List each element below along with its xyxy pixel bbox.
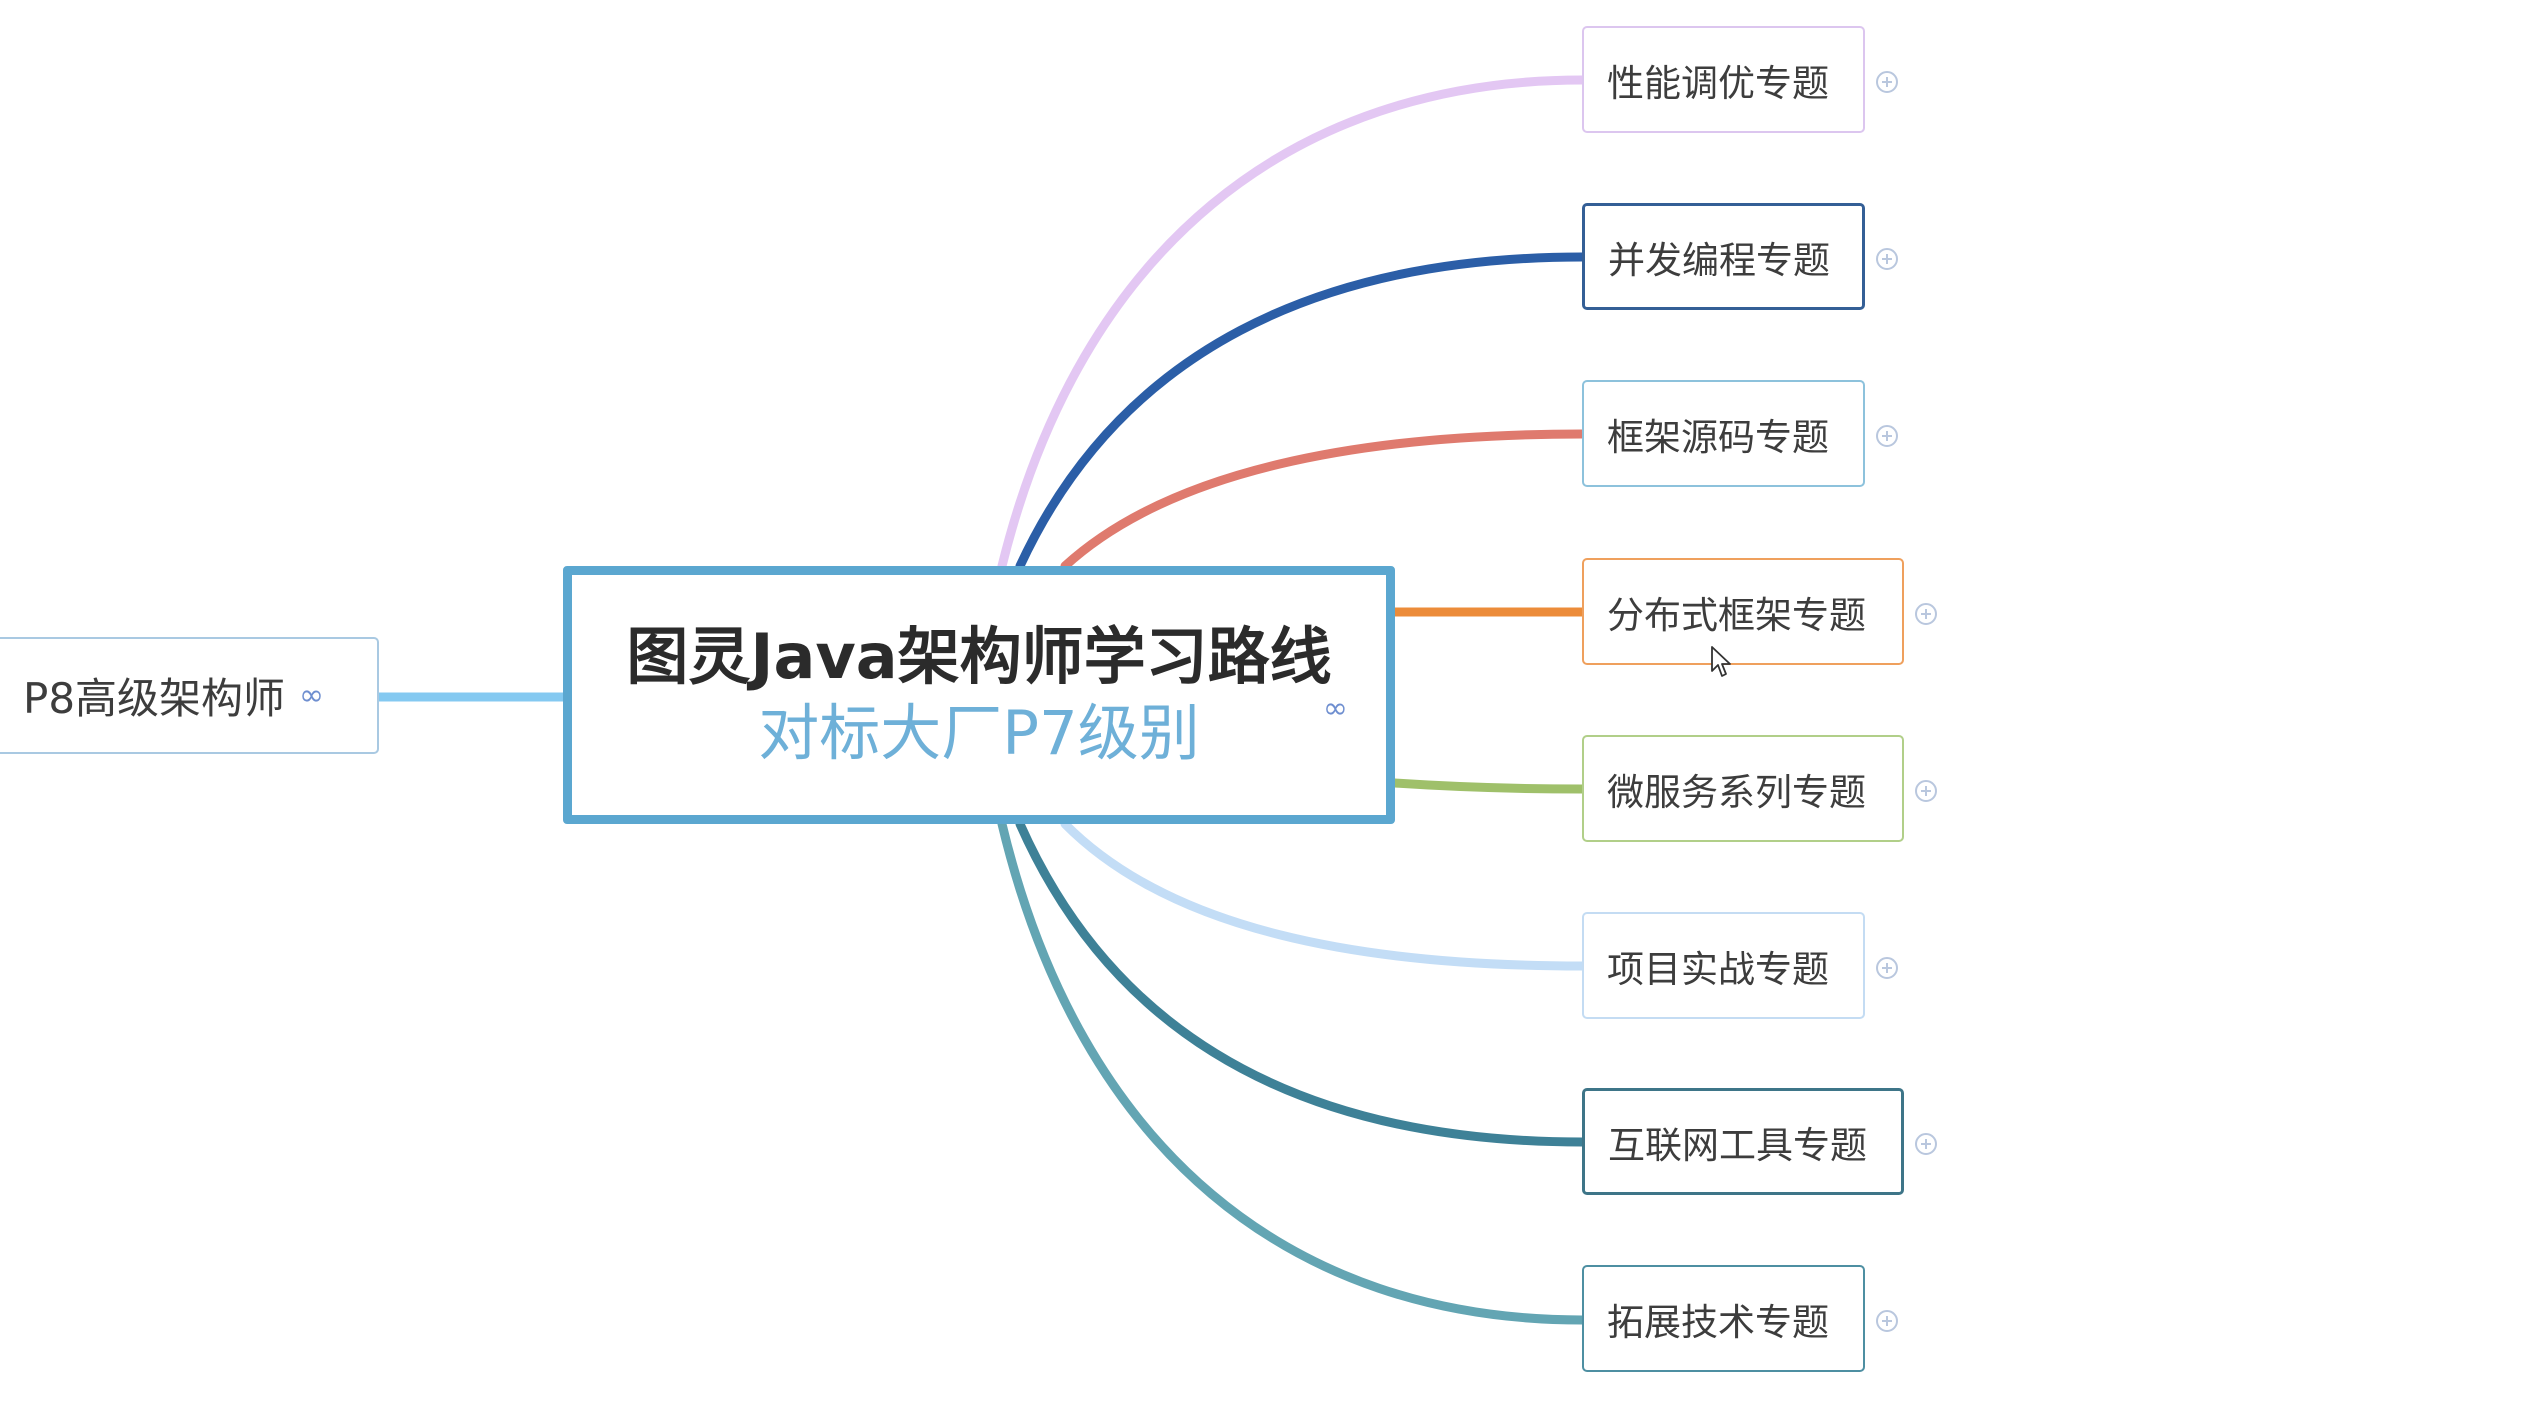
- branch-node-5[interactable]: 微服务系列专题: [1582, 735, 1904, 842]
- central-topic-subtitle: 对标大厂P7级别: [758, 697, 1200, 769]
- branch-node-6[interactable]: 项目实战专题: [1582, 912, 1865, 1019]
- plus-circle-icon[interactable]: [1915, 603, 1937, 625]
- connector-branch-1: [997, 75, 1587, 571]
- plus-circle-icon[interactable]: [1876, 425, 1898, 447]
- branch-label: 项目实战专题: [1607, 947, 1829, 991]
- connector-branch-5: [1390, 778, 1587, 794]
- branch-node-7[interactable]: 互联网工具专题: [1582, 1088, 1904, 1195]
- branch-node-8[interactable]: 拓展技术专题: [1582, 1265, 1865, 1372]
- branch-label: 并发编程专题: [1608, 238, 1830, 282]
- plus-circle-icon[interactable]: [1876, 1310, 1898, 1332]
- branch-label: 性能调优专题: [1607, 61, 1829, 105]
- connector-branch-7: [1015, 819, 1587, 1147]
- link-icon[interactable]: ∞: [1323, 691, 1348, 726]
- plus-circle-icon[interactable]: [1876, 248, 1898, 270]
- plus-circle-icon[interactable]: [1876, 71, 1898, 93]
- branch-label: 框架源码专题: [1607, 415, 1829, 459]
- mouse-pointer-icon: [1711, 646, 1731, 677]
- plus-circle-icon[interactable]: [1915, 1133, 1937, 1155]
- plus-circle-icon[interactable]: [1915, 780, 1937, 802]
- connector-branch-8: [997, 819, 1587, 1325]
- connector-branch-3: [1060, 429, 1587, 571]
- left-topic-label: P8高级架构师: [23, 674, 286, 723]
- branch-node-1[interactable]: 性能调优专题: [1582, 26, 1865, 133]
- branch-label: 互联网工具专题: [1608, 1123, 1867, 1167]
- connector-branch-6: [1060, 819, 1587, 971]
- branch-label: 分布式框架专题: [1607, 593, 1866, 637]
- link-icon[interactable]: ∞: [299, 678, 325, 713]
- plus-circle-icon[interactable]: [1876, 957, 1898, 979]
- branch-label: 拓展技术专题: [1607, 1300, 1829, 1344]
- left-topic-node[interactable]: P8高级架构师 ∞: [0, 637, 379, 754]
- branch-node-3[interactable]: 框架源码专题: [1582, 380, 1865, 487]
- branch-node-2[interactable]: 并发编程专题: [1582, 203, 1865, 310]
- central-topic-title: 图灵Java架构师学习路线: [626, 620, 1332, 694]
- branch-node-4[interactable]: 分布式框架专题: [1582, 558, 1904, 665]
- connector-branch-2: [1015, 252, 1587, 571]
- branch-label: 微服务系列专题: [1607, 770, 1866, 814]
- central-topic-node[interactable]: 图灵Java架构师学习路线 对标大厂P7级别 ∞: [563, 566, 1395, 824]
